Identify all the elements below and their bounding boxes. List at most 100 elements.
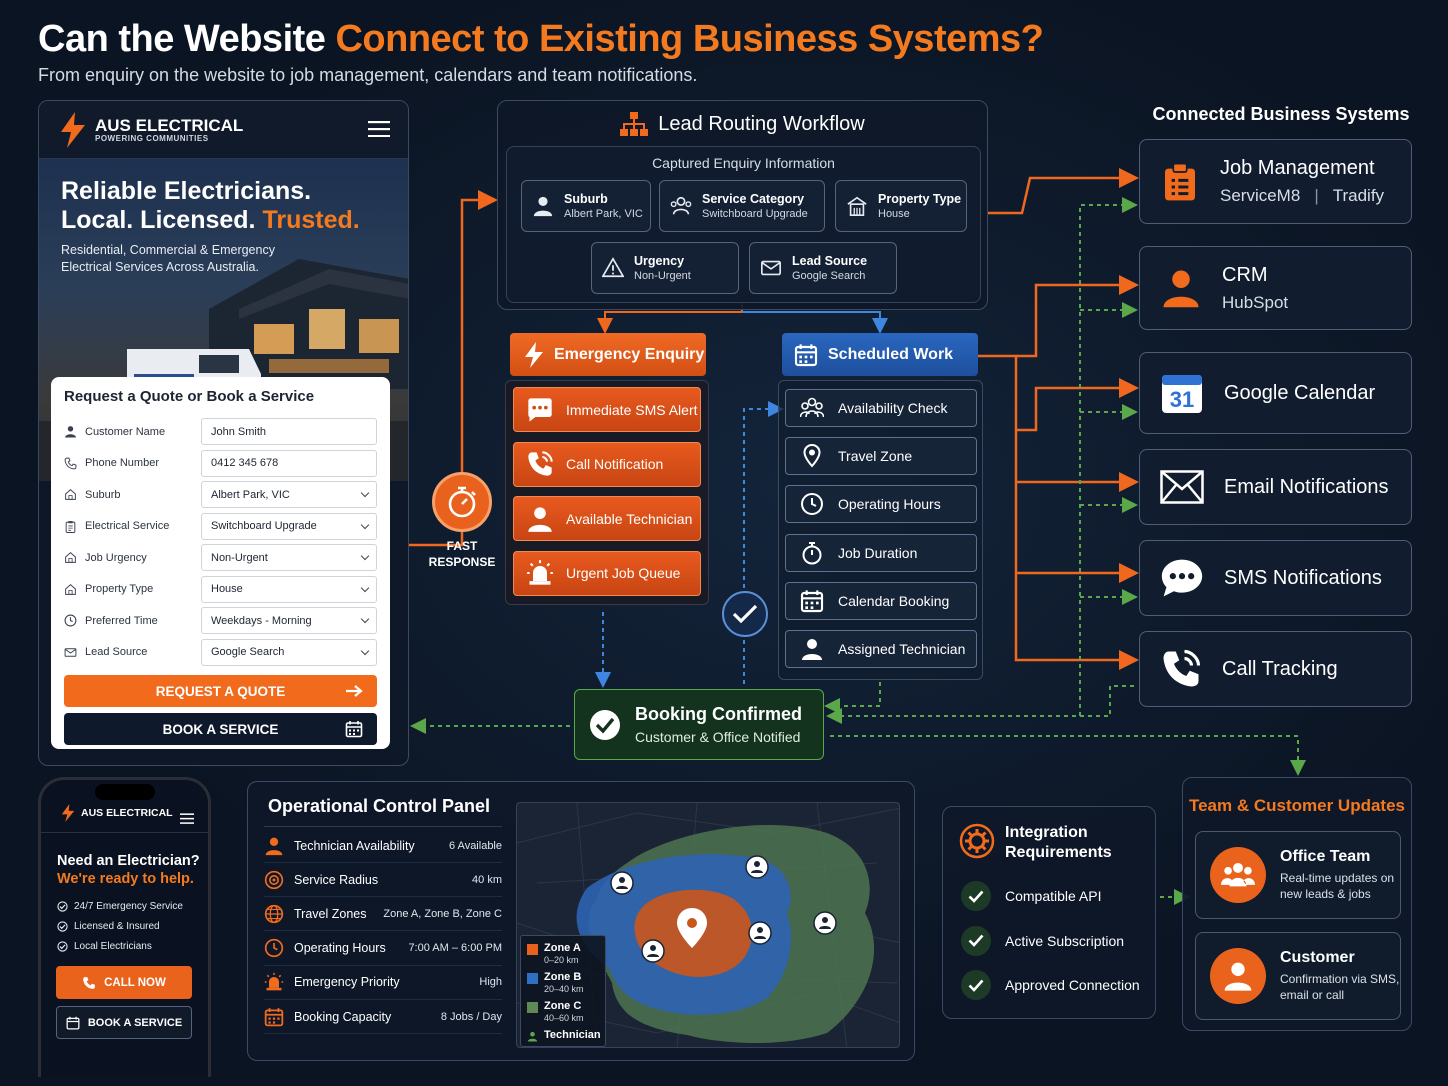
integration-item: Approved Connection <box>961 970 1140 1000</box>
form-label: Job Urgency <box>64 551 201 564</box>
location-pin-icon <box>677 908 707 948</box>
calendar-icon <box>66 1016 80 1030</box>
phone-book-service-button[interactable]: BOOK A SERVICE <box>56 1006 192 1039</box>
legend-swatch <box>527 1002 538 1013</box>
user-icon <box>800 637 824 661</box>
home-icon <box>64 551 77 564</box>
form-title: Request a Quote or Book a Service <box>64 388 315 405</box>
page-subtitle: From enquiry on the website to job manag… <box>38 65 698 85</box>
legend-item: Technician <box>527 1029 601 1042</box>
scheduled-step: Job Duration <box>785 533 977 572</box>
website-header: AUS ELECTRICAL POWERING COMMUNITIES <box>39 101 408 159</box>
form-label: Lead Source <box>64 646 201 659</box>
form-select[interactable]: Weekdays - Morning <box>201 607 377 634</box>
form-row: Customer Name John Smith <box>64 418 377 445</box>
user-icon <box>532 195 554 217</box>
check-circle-icon <box>722 591 768 637</box>
form-row: Lead Source Google Search <box>64 638 377 666</box>
form-label: Preferred Time <box>64 614 201 627</box>
lead-routing-panel: Lead Routing Workflow Captured Enquiry I… <box>497 100 988 310</box>
hero-description: Residential, Commercial & Emergency Elec… <box>61 243 275 274</box>
check-icon <box>961 925 991 956</box>
form-row: Preferred Time Weekdays - Morning <box>64 607 377 634</box>
technician-legend-icon <box>527 1031 538 1042</box>
emergency-step: Call Notification <box>513 441 701 487</box>
lightning-bolt-icon <box>524 341 544 368</box>
check-circle-icon <box>589 709 621 741</box>
routing-title: Lead Routing Workflow <box>498 112 987 136</box>
alarm-icon <box>264 972 284 992</box>
brand-name: AUS ELECTRICAL <box>95 115 244 135</box>
mail-icon <box>64 646 77 659</box>
phone-ring-icon <box>526 450 554 478</box>
form-label: Suburb <box>64 488 201 501</box>
page-title: Can the Website Connect to Existing Busi… <box>38 18 1044 60</box>
system-card: Call Tracking <box>1139 631 1412 707</box>
form-row: Job Urgency Non-Urgent <box>64 544 377 571</box>
ops-title: Operational Control Panel <box>268 796 491 816</box>
form-select[interactable]: Non-Urgent <box>201 544 377 571</box>
call-now-button[interactable]: CALL NOW <box>56 966 192 999</box>
brand-tagline: POWERING COMMUNITIES <box>95 133 209 143</box>
zone-map-graphic <box>517 803 899 1047</box>
hamburger-menu-icon[interactable] <box>368 121 390 137</box>
form-select[interactable]: Albert Park, VIC <box>201 481 377 508</box>
form-label: Phone Number <box>64 457 201 470</box>
hamburger-menu-icon[interactable] <box>180 813 194 824</box>
emergency-step: Urgent Job Queue <box>513 550 701 596</box>
emergency-enquiry-header: Emergency Enquiry <box>510 333 706 376</box>
clock-icon <box>64 614 77 627</box>
chat-bubble-icon <box>1160 556 1204 600</box>
form-label: Property Type <box>64 583 201 596</box>
check-icon <box>961 970 991 1000</box>
chevron-down-icon <box>360 520 370 529</box>
scheduled-step: Calendar Booking <box>785 581 977 620</box>
ops-list: Technician Availability 6 Available Serv… <box>264 826 502 1048</box>
form-input[interactable]: John Smith <box>201 418 377 445</box>
scheduled-step: Availability Check <box>785 389 977 427</box>
request-quote-button[interactable]: REQUEST A QUOTE <box>64 675 377 707</box>
svg-text:31: 31 <box>1170 387 1194 412</box>
globe-icon <box>264 904 284 924</box>
ops-row: Service Radius 40 km <box>264 863 502 898</box>
form-input[interactable]: 0412 345 678 <box>201 449 377 477</box>
systems-title: Connected Business Systems <box>1152 104 1410 124</box>
chevron-down-icon <box>360 614 370 624</box>
form-select[interactable]: Google Search <box>201 638 377 666</box>
envelope-icon <box>1160 465 1204 509</box>
user-icon <box>526 505 554 533</box>
calendar-icon <box>264 1007 284 1027</box>
form-label: Electrical Service <box>64 520 201 533</box>
integration-item: Active Subscription <box>961 925 1124 956</box>
form-row: Property Type House <box>64 575 377 603</box>
building-icon <box>846 195 868 217</box>
ops-row: Travel Zones Zone A, Zone B, Zone C <box>264 897 502 932</box>
calendar-31-icon: 31 <box>1160 371 1204 415</box>
phone-headline: Need an Electrician? <box>57 853 200 869</box>
scheduled-step: Assigned Technician <box>785 630 977 668</box>
book-service-button[interactable]: BOOK A SERVICE <box>64 713 377 745</box>
check-small-icon <box>57 921 68 932</box>
operational-control-panel: Operational Control Panel Technician Ava… <box>247 781 915 1061</box>
team-icon <box>800 396 824 420</box>
mail-icon <box>760 257 782 279</box>
chevron-down-icon <box>360 646 370 655</box>
gear-icon <box>959 823 995 859</box>
chevron-down-icon <box>360 583 370 592</box>
team-title: Team & Customer Updates <box>1188 796 1405 815</box>
stopwatch-icon <box>800 541 824 565</box>
hero-headline: Reliable Electricians.Local. Licensed. T… <box>61 177 360 234</box>
form-select[interactable]: House <box>201 575 377 603</box>
warning-icon <box>602 257 624 279</box>
form-select[interactable]: Switchboard Upgrade <box>201 512 377 540</box>
phone-bullet: Licensed & Insured <box>57 921 160 932</box>
stopwatch-icon <box>432 472 492 532</box>
